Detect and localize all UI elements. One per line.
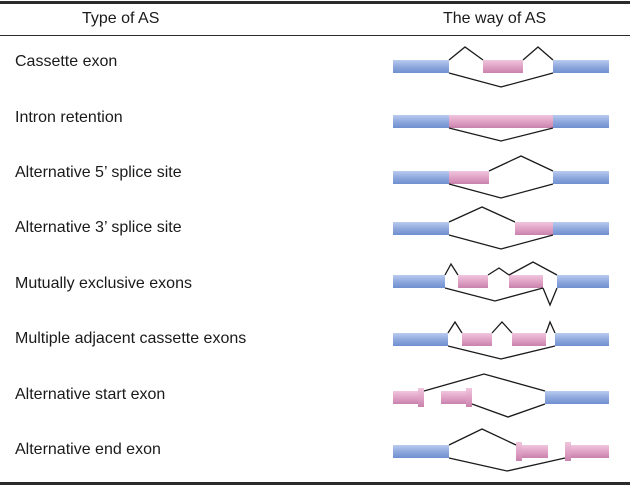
intron-retention-diagram bbox=[393, 115, 609, 142]
table-top-rule bbox=[0, 1, 630, 4]
column-header-type: Type of AS bbox=[82, 10, 160, 27]
row-label-multiple-cassette-exons: Multiple adjacent cassette exons bbox=[15, 330, 247, 347]
table-bottom-rule bbox=[0, 482, 630, 485]
row-label-alt-3-splice-site: Alternative 3’ splice site bbox=[15, 219, 182, 236]
mutually-exclusive-exons-diagram bbox=[393, 261, 609, 307]
alt-5-splice-site-diagram bbox=[393, 155, 609, 199]
header-divider-rule bbox=[0, 35, 630, 36]
row-label-intron-retention: Intron retention bbox=[15, 109, 123, 126]
row-label-alt-5-splice-site: Alternative 5’ splice site bbox=[15, 164, 182, 181]
multiple-cassette-exons-diagram bbox=[393, 320, 609, 360]
alt-start-exon-diagram bbox=[393, 373, 609, 418]
alt-end-exon-diagram bbox=[393, 428, 609, 472]
cassette-exon-diagram bbox=[393, 46, 609, 88]
row-label-mutually-exclusive-exons: Mutually exclusive exons bbox=[15, 275, 192, 292]
row-label-alt-start-exon: Alternative start exon bbox=[15, 386, 166, 403]
row-label-alt-end-exon: Alternative end exon bbox=[15, 441, 161, 458]
alt-3-splice-site-diagram bbox=[393, 206, 609, 250]
row-label-cassette-exon: Cassette exon bbox=[15, 53, 118, 70]
column-header-way: The way of AS bbox=[443, 10, 547, 27]
